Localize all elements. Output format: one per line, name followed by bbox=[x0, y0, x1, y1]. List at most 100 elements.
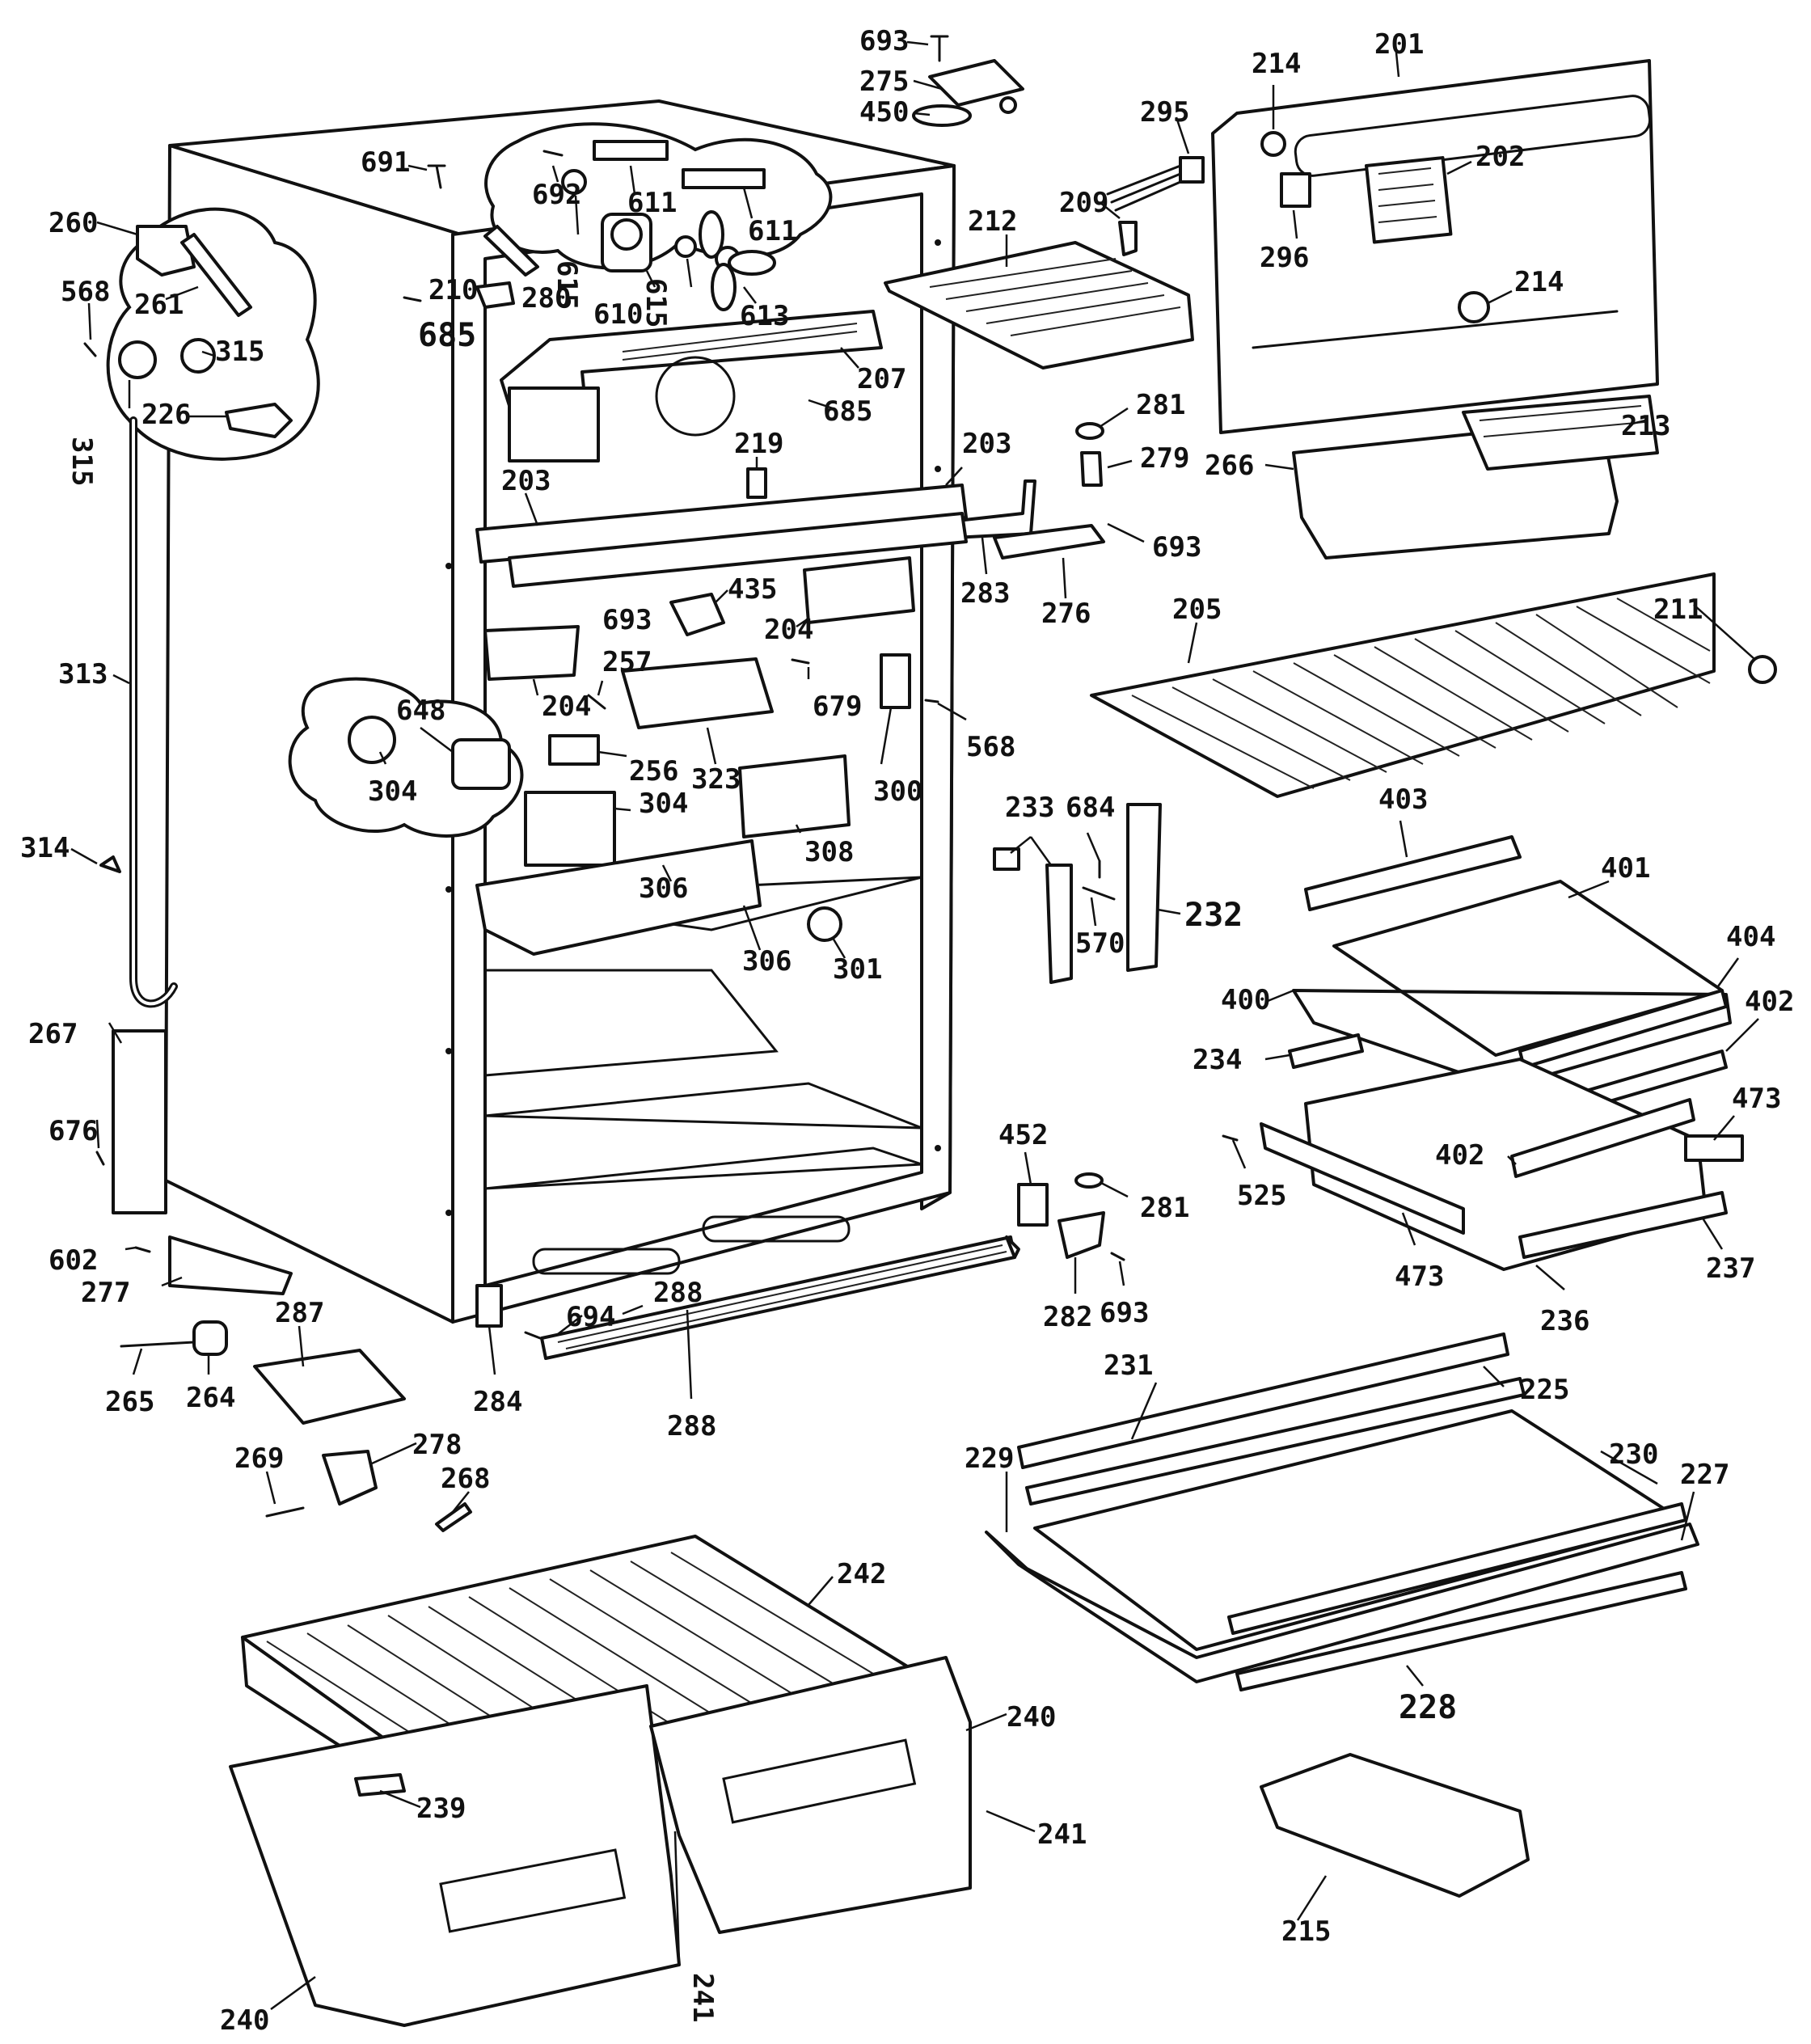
callout-648: 648 bbox=[396, 695, 445, 727]
callout-275: 275 bbox=[859, 65, 909, 98]
callout-268: 268 bbox=[441, 1463, 490, 1495]
callout-211: 211 bbox=[1653, 593, 1703, 626]
callout-288-b: 288 bbox=[667, 1410, 716, 1442]
callout-452: 452 bbox=[998, 1119, 1048, 1151]
callout-401: 401 bbox=[1601, 852, 1650, 885]
callout-214-a: 214 bbox=[1252, 48, 1301, 80]
callout-226: 226 bbox=[141, 399, 191, 431]
callout-400: 400 bbox=[1221, 984, 1270, 1016]
callout-202: 202 bbox=[1475, 141, 1525, 173]
callout-232: 232 bbox=[1184, 897, 1243, 934]
callout-278: 278 bbox=[412, 1429, 462, 1461]
callout-201: 201 bbox=[1374, 28, 1424, 61]
callout-684: 684 bbox=[1066, 792, 1115, 824]
callout-693-c: 693 bbox=[602, 604, 652, 636]
callout-611-a: 611 bbox=[627, 187, 677, 219]
callout-315-b: 315 bbox=[215, 336, 264, 368]
callout-693-b: 693 bbox=[1152, 531, 1201, 564]
callout-267: 267 bbox=[28, 1018, 78, 1050]
callout-260: 260 bbox=[49, 207, 98, 239]
callout-570: 570 bbox=[1075, 927, 1125, 960]
leader-lines bbox=[70, 36, 1759, 2011]
callout-277: 277 bbox=[81, 1277, 130, 1309]
callout-219: 219 bbox=[734, 428, 783, 460]
callout-691: 691 bbox=[361, 146, 410, 179]
callout-615-a: 615 bbox=[551, 260, 583, 310]
callout-473-b: 473 bbox=[1395, 1261, 1444, 1293]
callout-296: 296 bbox=[1260, 242, 1309, 274]
callout-568-a: 568 bbox=[61, 276, 110, 308]
control-detail-cloud bbox=[288, 677, 524, 838]
callout-240-b: 240 bbox=[220, 2004, 269, 2037]
callout-227: 227 bbox=[1680, 1459, 1729, 1491]
callout-241-b: 241 bbox=[686, 1973, 719, 2022]
callout-269: 269 bbox=[234, 1442, 284, 1475]
callout-306-b: 306 bbox=[742, 945, 792, 978]
callout-209: 209 bbox=[1059, 187, 1108, 219]
callout-205: 205 bbox=[1172, 593, 1222, 626]
callout-280: 280 bbox=[521, 282, 571, 315]
callout-402-a: 402 bbox=[1745, 986, 1794, 1018]
callout-231: 231 bbox=[1104, 1349, 1153, 1382]
callout-615-b: 615 bbox=[640, 278, 672, 327]
callout-265: 265 bbox=[105, 1386, 154, 1418]
callout-210: 210 bbox=[428, 274, 478, 306]
callout-204-b: 204 bbox=[542, 690, 591, 723]
callout-402-b: 402 bbox=[1435, 1139, 1484, 1172]
callout-435: 435 bbox=[728, 573, 777, 606]
callout-242: 242 bbox=[837, 1558, 886, 1590]
callout-304-a: 304 bbox=[368, 775, 417, 808]
callout-261: 261 bbox=[134, 289, 184, 321]
callout-473-a: 473 bbox=[1732, 1083, 1781, 1115]
parts bbox=[83, 35, 1777, 2027]
callout-276: 276 bbox=[1041, 598, 1091, 630]
callout-203-a: 203 bbox=[962, 428, 1011, 460]
callout-692: 692 bbox=[532, 179, 581, 211]
callout-228: 228 bbox=[1399, 1689, 1457, 1726]
callout-676: 676 bbox=[49, 1115, 98, 1147]
callout-602: 602 bbox=[49, 1244, 98, 1277]
callout-279: 279 bbox=[1140, 442, 1189, 475]
callout-214-b: 214 bbox=[1514, 266, 1564, 298]
callout-613: 613 bbox=[740, 300, 789, 332]
callout-404: 404 bbox=[1726, 921, 1775, 953]
callout-labels: 693 275 450 691 692 611 611 615 615 610 … bbox=[20, 25, 1794, 2037]
callout-315-a: 315 bbox=[65, 437, 98, 486]
callout-694: 694 bbox=[566, 1301, 615, 1333]
callout-323: 323 bbox=[691, 763, 741, 796]
callout-314: 314 bbox=[20, 832, 70, 864]
callout-304-b: 304 bbox=[639, 788, 688, 820]
callout-207: 207 bbox=[857, 363, 906, 395]
callout-213: 213 bbox=[1621, 410, 1670, 442]
callout-281-b: 281 bbox=[1140, 1192, 1189, 1224]
callout-685-a: 685 bbox=[418, 317, 476, 354]
callout-212: 212 bbox=[968, 205, 1017, 238]
callout-282: 282 bbox=[1043, 1301, 1092, 1333]
callout-568-b: 568 bbox=[966, 731, 1015, 763]
callout-283: 283 bbox=[960, 577, 1010, 610]
callout-313: 313 bbox=[58, 658, 108, 690]
callout-239: 239 bbox=[416, 1793, 466, 1825]
callout-450: 450 bbox=[859, 96, 909, 129]
callout-525: 525 bbox=[1237, 1180, 1286, 1212]
callout-301: 301 bbox=[833, 953, 882, 986]
callout-241-a: 241 bbox=[1037, 1818, 1087, 1851]
callout-225: 225 bbox=[1520, 1374, 1569, 1406]
callout-685-b: 685 bbox=[823, 395, 872, 428]
callout-611-b: 611 bbox=[748, 215, 797, 247]
callout-229: 229 bbox=[965, 1442, 1014, 1475]
callout-610: 610 bbox=[593, 298, 643, 331]
callout-266: 266 bbox=[1205, 450, 1254, 482]
callout-203-b: 203 bbox=[501, 465, 551, 497]
callout-679: 679 bbox=[813, 690, 862, 723]
callout-257: 257 bbox=[602, 646, 652, 678]
callout-284: 284 bbox=[473, 1386, 522, 1418]
callout-308: 308 bbox=[804, 836, 854, 868]
callout-264: 264 bbox=[186, 1382, 235, 1414]
callout-300: 300 bbox=[873, 775, 922, 808]
callout-403: 403 bbox=[1378, 783, 1428, 816]
callout-281-a: 281 bbox=[1136, 389, 1185, 421]
callout-256: 256 bbox=[629, 755, 678, 788]
callout-693-top: 693 bbox=[859, 25, 909, 57]
